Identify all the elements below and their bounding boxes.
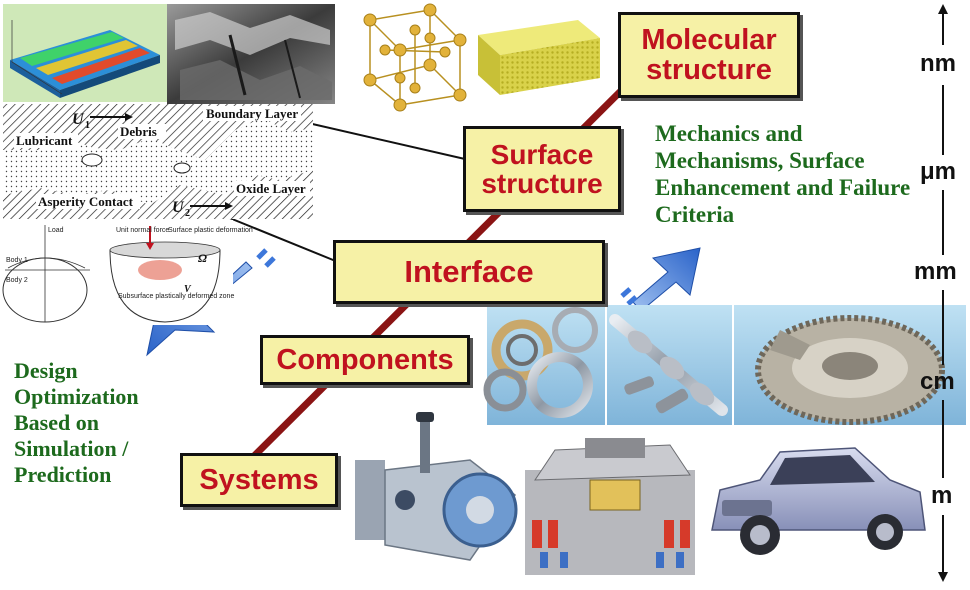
omega-label: Ω — [198, 251, 207, 265]
load-label: Load — [48, 227, 64, 234]
contact-mechanics-sketch: Body 1 Body 2 Load Unit normal force Sur… — [2, 220, 253, 325]
scale-label-nm: nm — [920, 50, 956, 77]
molecular-structure-box: Molecular structure — [618, 12, 800, 98]
scale-label-um: μm — [920, 158, 957, 185]
surface-plastic-label: Surface plastic deformation — [168, 227, 253, 234]
u1-label: U — [72, 111, 85, 128]
body1-label: Body 1 — [6, 257, 28, 264]
transmission-photo — [355, 412, 518, 561]
car-photo — [711, 447, 926, 555]
crystal-lattice-image — [363, 3, 467, 112]
atomic-slab-image — [478, 20, 600, 95]
subsurface-label: Subsurface plastically deformed zone — [118, 293, 234, 300]
v-label: V — [184, 284, 192, 295]
u2-label: U — [172, 199, 185, 216]
surface-topography-image — [3, 4, 167, 102]
systems-box: Systems — [180, 453, 338, 507]
sem-surface-image — [167, 4, 335, 104]
asperity-contact-label: Asperity Contact — [38, 194, 134, 209]
u1-subscript: 1 — [85, 120, 90, 131]
surface-structure-box: Surface structure — [463, 126, 621, 212]
scale-axis — [938, 4, 948, 582]
components-box: Components — [260, 335, 470, 385]
design-optimization-text: Design Optimization Based on Simulation … — [14, 358, 139, 487]
mechanics-text: Mechanics and Mechanisms, Surface Enhanc… — [655, 121, 911, 228]
lubricated-contact-diagram: U 1 U 2 Lubricant Debris Boundary Layer … — [3, 104, 313, 219]
lubricant-label: Lubricant — [16, 133, 73, 148]
camshaft-photo — [607, 305, 732, 425]
unit-normal-force-label: Unit normal force — [116, 227, 169, 234]
debris-label: Debris — [120, 124, 157, 139]
scale-label-m: m — [931, 482, 953, 509]
scale-label-cm: cm — [920, 368, 955, 395]
u2-subscript: 2 — [185, 208, 190, 219]
scale-label-mm: mm — [914, 258, 957, 285]
body2-label: Body 2 — [6, 277, 28, 284]
engine-photo — [525, 438, 695, 575]
boundary-layer-label: Boundary Layer — [206, 106, 298, 121]
connector-surface — [294, 119, 479, 163]
bearings-photo — [483, 305, 605, 425]
interface-box: Interface — [333, 240, 605, 304]
bevel-gear-photo — [734, 305, 966, 425]
arrow-up-right-icon — [620, 247, 701, 312]
oxide-layer-label: Oxide Layer — [236, 181, 306, 196]
